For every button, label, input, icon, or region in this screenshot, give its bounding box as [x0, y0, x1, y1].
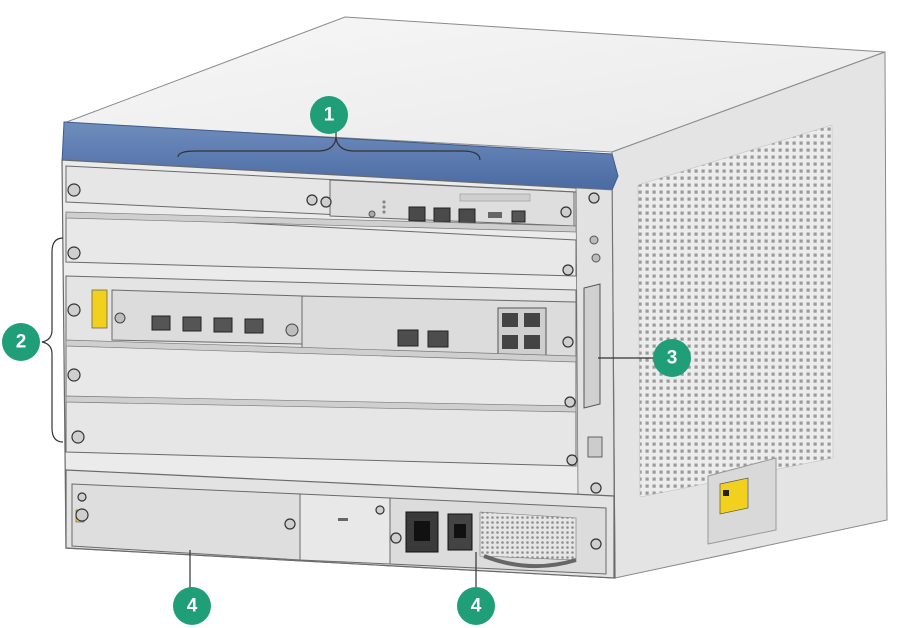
- slot-4-rail: [65, 339, 577, 363]
- mpu-console-port: [511, 210, 526, 223]
- callout-3: 3: [653, 339, 691, 377]
- mpu-label-strip: [459, 193, 531, 202]
- callout-2-label: 2: [16, 332, 27, 353]
- callout-1-label: 1: [324, 105, 335, 126]
- mpu-port-3: [458, 208, 476, 224]
- mpu-usb-port: [488, 212, 502, 218]
- card-warning-label: [91, 289, 108, 329]
- rail-label: [587, 436, 603, 458]
- callout-3-label: 3: [667, 348, 678, 369]
- interface-card-left: [111, 289, 303, 345]
- power-supply-left: [71, 483, 301, 561]
- psu-vent-grille: [479, 511, 577, 561]
- sfp-port-4: [244, 318, 264, 334]
- mpu-port-1: [408, 206, 426, 222]
- callout-1: 1: [310, 96, 348, 134]
- fiber-port-1: [397, 329, 419, 347]
- side-vent-grille: [637, 124, 834, 498]
- mpu-port-2: [433, 207, 451, 223]
- callout-4a: 4: [173, 587, 211, 625]
- callout-2-bracket: [41, 237, 64, 443]
- callout-4a-label: 4: [187, 596, 198, 617]
- fiber-port-2: [427, 330, 449, 348]
- power-module-blank: [299, 493, 391, 565]
- inner-screws: [284, 192, 602, 550]
- slot-2-rail: [65, 211, 577, 233]
- callout-4b: 4: [457, 587, 495, 625]
- callout-2: 2: [2, 323, 40, 361]
- rail-handle: [583, 283, 601, 409]
- sfp-port-1: [151, 315, 171, 331]
- callout-4b-label: 4: [471, 596, 482, 617]
- left-screws: [67, 183, 89, 522]
- slot-5-rail: [65, 395, 577, 413]
- sfp-port-2: [182, 316, 202, 332]
- psu-handle: [483, 554, 577, 569]
- card-thumbscrew: [114, 312, 126, 324]
- side-warning-label: [719, 477, 749, 515]
- card-thumbscrew: [285, 323, 299, 337]
- top-front-panel: [61, 121, 619, 191]
- slot-2: [65, 213, 577, 277]
- sfp-port-3: [213, 317, 233, 333]
